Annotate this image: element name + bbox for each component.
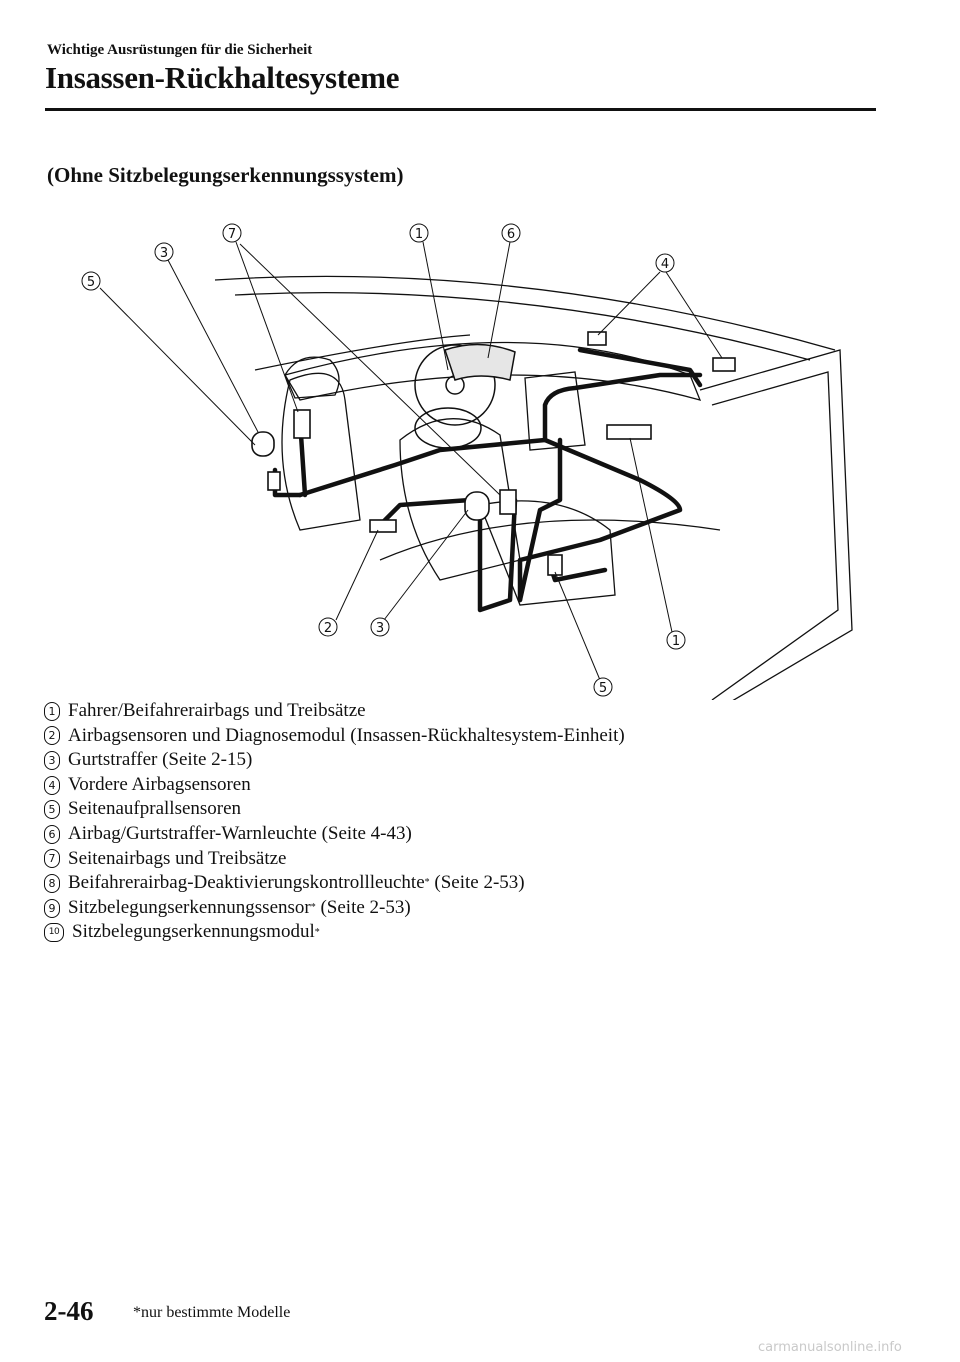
pretensioner-passenger	[464, 491, 490, 521]
callout-5-top: 5	[87, 275, 95, 290]
side-sensor-driver	[267, 471, 281, 491]
legend-text: Fahrer/Beifahrerairbags und Treibsätze	[68, 700, 366, 721]
legend-item: 8 Beifahrerairbag-Deaktivierungskontrolll…	[44, 871, 625, 896]
passenger-airbag-module	[606, 424, 652, 440]
number-badge-icon: 2	[44, 726, 60, 746]
legend-page-ref: (Seite 2-53)	[315, 896, 411, 918]
door-outline	[699, 349, 853, 700]
front-sensor-left	[587, 331, 607, 346]
footnote: *nur bestimmte Modelle	[133, 1304, 291, 1321]
legend-item: 4 Vordere Airbagsensoren	[44, 773, 625, 798]
leader-line-1-bottom	[629, 437, 673, 633]
wiring-harness-main	[297, 372, 703, 498]
callout-7: 7	[228, 227, 236, 242]
title-divider	[45, 108, 876, 111]
driver-seat-back	[281, 372, 361, 531]
legend-text: Beifahrerairbag-Deaktivierungskontrollle…	[68, 872, 425, 894]
legend-text: Seitenairbags und Treibsätze	[68, 847, 287, 869]
steering-wheel-icon	[414, 344, 496, 426]
driver-seat-headrest	[284, 356, 340, 399]
leader-line-2	[335, 529, 379, 621]
legend-item: 5 Seitenaufprallsensoren	[44, 797, 625, 822]
leader-line-6	[487, 241, 511, 359]
legend-item: 2 Airbagsensoren und Diagnosemodul (Insas…	[44, 724, 625, 749]
leader-line-5-top	[99, 287, 256, 446]
windshield-line	[254, 334, 471, 371]
legend-item: 6 Airbag/Gurtstraffer-Warnleuchte (Seite …	[44, 822, 625, 847]
diagnostic-module	[369, 519, 397, 533]
pretensioner-driver	[251, 431, 275, 457]
callout-6: 6	[507, 227, 515, 242]
legend-text: Gurtstraffer (Seite 2-15)	[68, 749, 253, 771]
leader-line-3-bottom	[383, 509, 469, 621]
section-label: Wichtige Ausrüstungen für die Sicherheit	[47, 42, 313, 58]
callout-1-top: 1	[415, 227, 423, 242]
leader-line-5-bottom	[554, 571, 601, 681]
number-badge-icon: 5	[44, 800, 60, 820]
callout-3-top: 3	[160, 246, 168, 261]
legend-text: Sitzbelegungserkennungssensor	[68, 896, 311, 918]
callout-2: 2	[324, 621, 332, 636]
callout-1-bottom: 1	[672, 634, 680, 649]
number-badge-icon: 1	[44, 701, 60, 721]
car-roof-line	[214, 275, 836, 351]
leader-line-1-top	[422, 241, 449, 371]
page-number: 2-46	[44, 1296, 94, 1326]
wiring-harness-passenger	[477, 497, 518, 613]
legend-text: Airbagsensoren und Diagnosemodul (Insass…	[68, 724, 625, 746]
legend-text: Vordere Airbagsensoren	[68, 773, 251, 795]
car-roof-line-inner	[234, 291, 811, 361]
side-airbag-passenger	[499, 489, 517, 515]
airbag-system-diagram: 5 3 7 1 6 4 2 3 1 5	[81, 223, 853, 700]
side-sensor-passenger	[547, 554, 563, 576]
legend-text: Seitenaufprallsensoren	[68, 798, 242, 820]
instrument-cluster	[444, 343, 516, 381]
number-badge-icon: 8	[44, 873, 60, 893]
number-badge-icon: 10	[44, 923, 64, 943]
legend-text: Sitzbelegungserkennungsmodul	[72, 921, 315, 943]
front-sensor-right	[712, 357, 736, 372]
leader-line-4a	[597, 271, 661, 336]
legend-item: 7 Seitenairbags und Treibsätze	[44, 847, 625, 872]
wiring-harness-seat	[517, 437, 563, 603]
diagram-subtitle: (Ohne Sitzbelegungserkennungssystem)	[47, 163, 404, 187]
leader-line-7b	[239, 243, 501, 496]
number-badge-icon: 6	[44, 824, 60, 844]
legend-page-ref: (Seite 2-53)	[429, 872, 525, 894]
legend-text: Airbag/Gurtstraffer-Warnleuchte (Seite 4…	[68, 822, 412, 844]
number-badge-icon: 9	[44, 898, 60, 918]
steering-column	[414, 407, 482, 449]
wiring-harness-center	[377, 497, 473, 528]
legend-item: 1 Fahrer/Beifahrerairbags und Treibsätze	[44, 699, 625, 724]
watermark: carmanualsonline.info	[758, 1340, 902, 1355]
number-badge-icon: 4	[44, 775, 60, 795]
callout-3-bottom: 3	[376, 621, 384, 636]
wiring-harness-front	[577, 347, 703, 388]
wiring-harness-rear	[517, 437, 683, 603]
leader-line-7a	[235, 241, 299, 413]
leader-line-3-top	[167, 259, 259, 433]
dashboard-outline	[284, 341, 702, 401]
leader-line-4b	[665, 271, 723, 359]
legend-item: 3 Gurtstraffer (Seite 2-15)	[44, 748, 625, 773]
number-badge-icon: 7	[44, 849, 60, 869]
door-inner	[711, 371, 839, 700]
callout-4: 4	[661, 257, 669, 272]
callout-5-bottom: 5	[599, 681, 607, 696]
side-airbag-driver	[293, 409, 311, 439]
number-badge-icon: 3	[44, 750, 60, 770]
page-title: Insassen-Rückhaltesysteme	[45, 60, 400, 95]
console	[524, 371, 586, 451]
